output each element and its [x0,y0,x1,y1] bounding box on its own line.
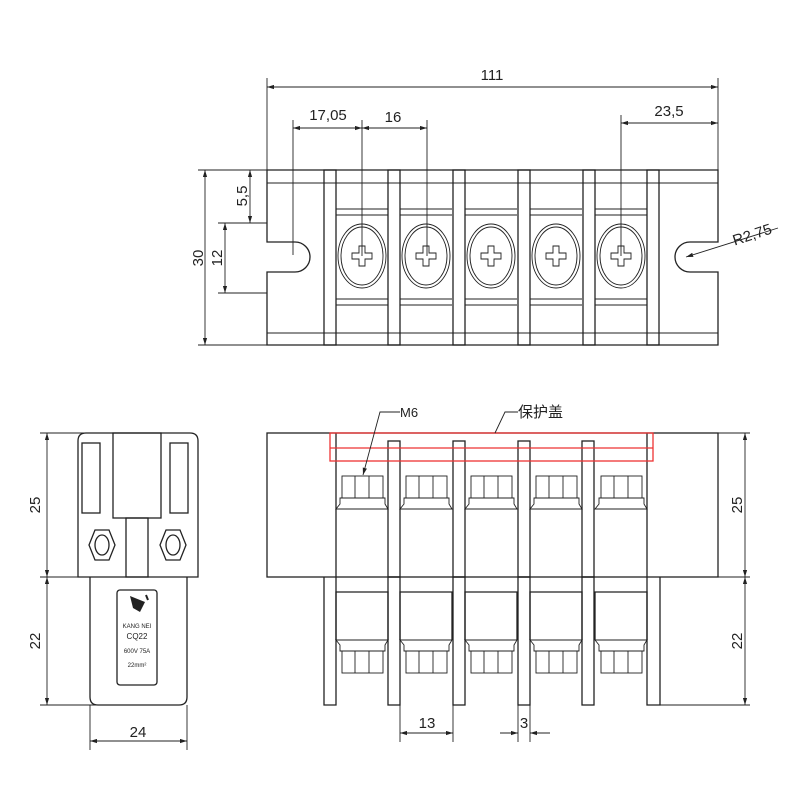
dim-edge-to-first: 17,05 [309,107,347,124]
front-view: M6 保护盖 25 22 13 3 [266,404,750,742]
product-label [116,589,158,686]
callout-screw: M6 [400,405,418,420]
front-dim-cell: 13 [419,715,436,732]
front-dim-rib: 3 [520,715,528,732]
hex-nut-icon [464,475,518,510]
hex-nut-icon [529,475,583,510]
side-dim-upper: 25 [27,497,44,514]
hex-nut-icon [159,529,187,561]
rib [646,169,660,346]
dim-last-to-edge: 23,5 [654,103,683,120]
hex-nut-icon [594,475,648,510]
dim-slot-offset: 5,5 [234,186,251,207]
rib [581,576,595,706]
side-dim-lower: 22 [27,633,44,650]
rib [452,169,466,346]
dim-total: 111 [481,67,504,84]
dim-slot-width: 12 [209,250,226,267]
screw-head-icon [466,223,516,289]
rib [387,169,401,346]
hex-nut-icon [529,639,583,674]
label-model: CQ22 [127,632,148,641]
label-brand: KANG NEI [123,624,152,630]
rib [517,169,531,346]
screw-head-icon [401,223,451,289]
label-rating: 600V 75A [124,649,150,655]
hex-nut-icon [335,475,389,510]
top-view-outline [266,169,719,346]
hex-nut-icon [399,639,453,674]
side-view: KANG NEI CQ22 600V 75A 22mm² 25 22 24 [27,432,199,750]
label-wire: 22mm² [128,663,147,669]
front-dim-lower: 22 [729,633,746,650]
rib [452,576,466,706]
hex-nut-icon [335,639,389,674]
rib [323,169,337,346]
dim-radius: R2,75 [731,221,774,250]
front-dim-upper: 25 [729,497,746,514]
hex-nut-icon [594,639,648,674]
side-dim-width: 24 [130,724,147,741]
rib [582,169,596,346]
top-view: 111 17,05 16 23,5 R2,75 30 12 5,5 [190,67,779,346]
screw-head-icon [531,223,581,289]
hex-nut-icon [399,475,453,510]
dim-height: 30 [190,250,207,267]
rib [387,576,401,706]
rib [517,576,531,706]
hex-nut-icon [88,529,116,561]
brand-logo-icon [130,594,149,612]
callout-cover: 保护盖 [518,404,563,421]
hex-nut-icon [464,639,518,674]
dim-pitch: 16 [385,109,402,126]
protective-cover [329,432,654,462]
